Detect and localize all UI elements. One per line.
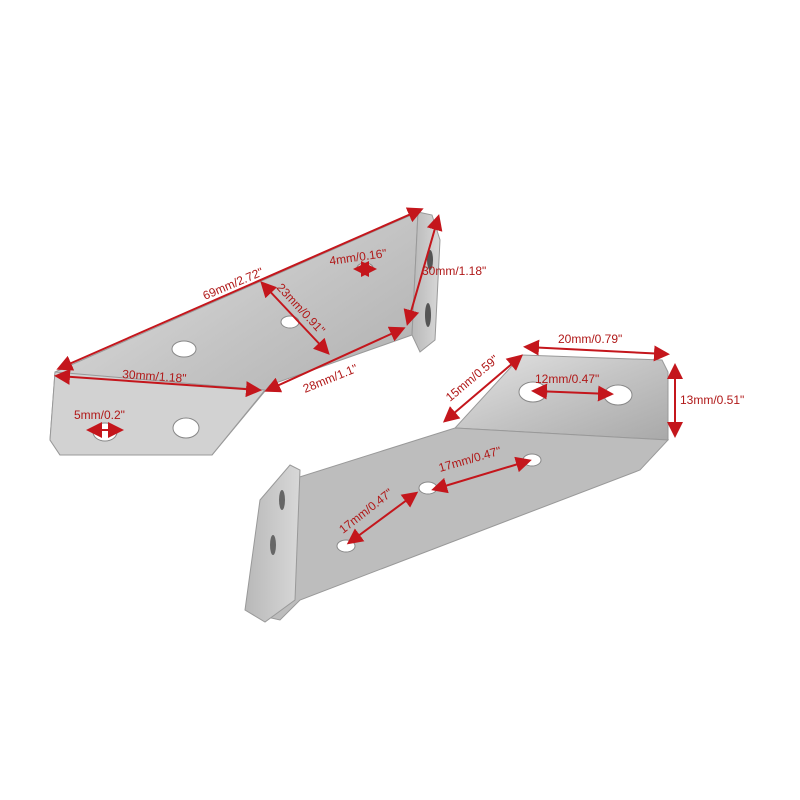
label-hole-dia: 5mm/0.2" xyxy=(74,408,125,422)
label-base-left: 30mm/1.18" xyxy=(122,367,187,385)
dimension-annotations-left xyxy=(54,207,443,438)
label-tab-height: 13mm/0.51" xyxy=(680,393,744,407)
label-tab-width: 20mm/0.79" xyxy=(558,332,622,346)
label-flange-height: 30mm/1.18" xyxy=(422,264,486,278)
label-slot-spacing: 12mm/0.47" xyxy=(535,372,599,386)
dimension-annotations-right xyxy=(346,339,683,545)
